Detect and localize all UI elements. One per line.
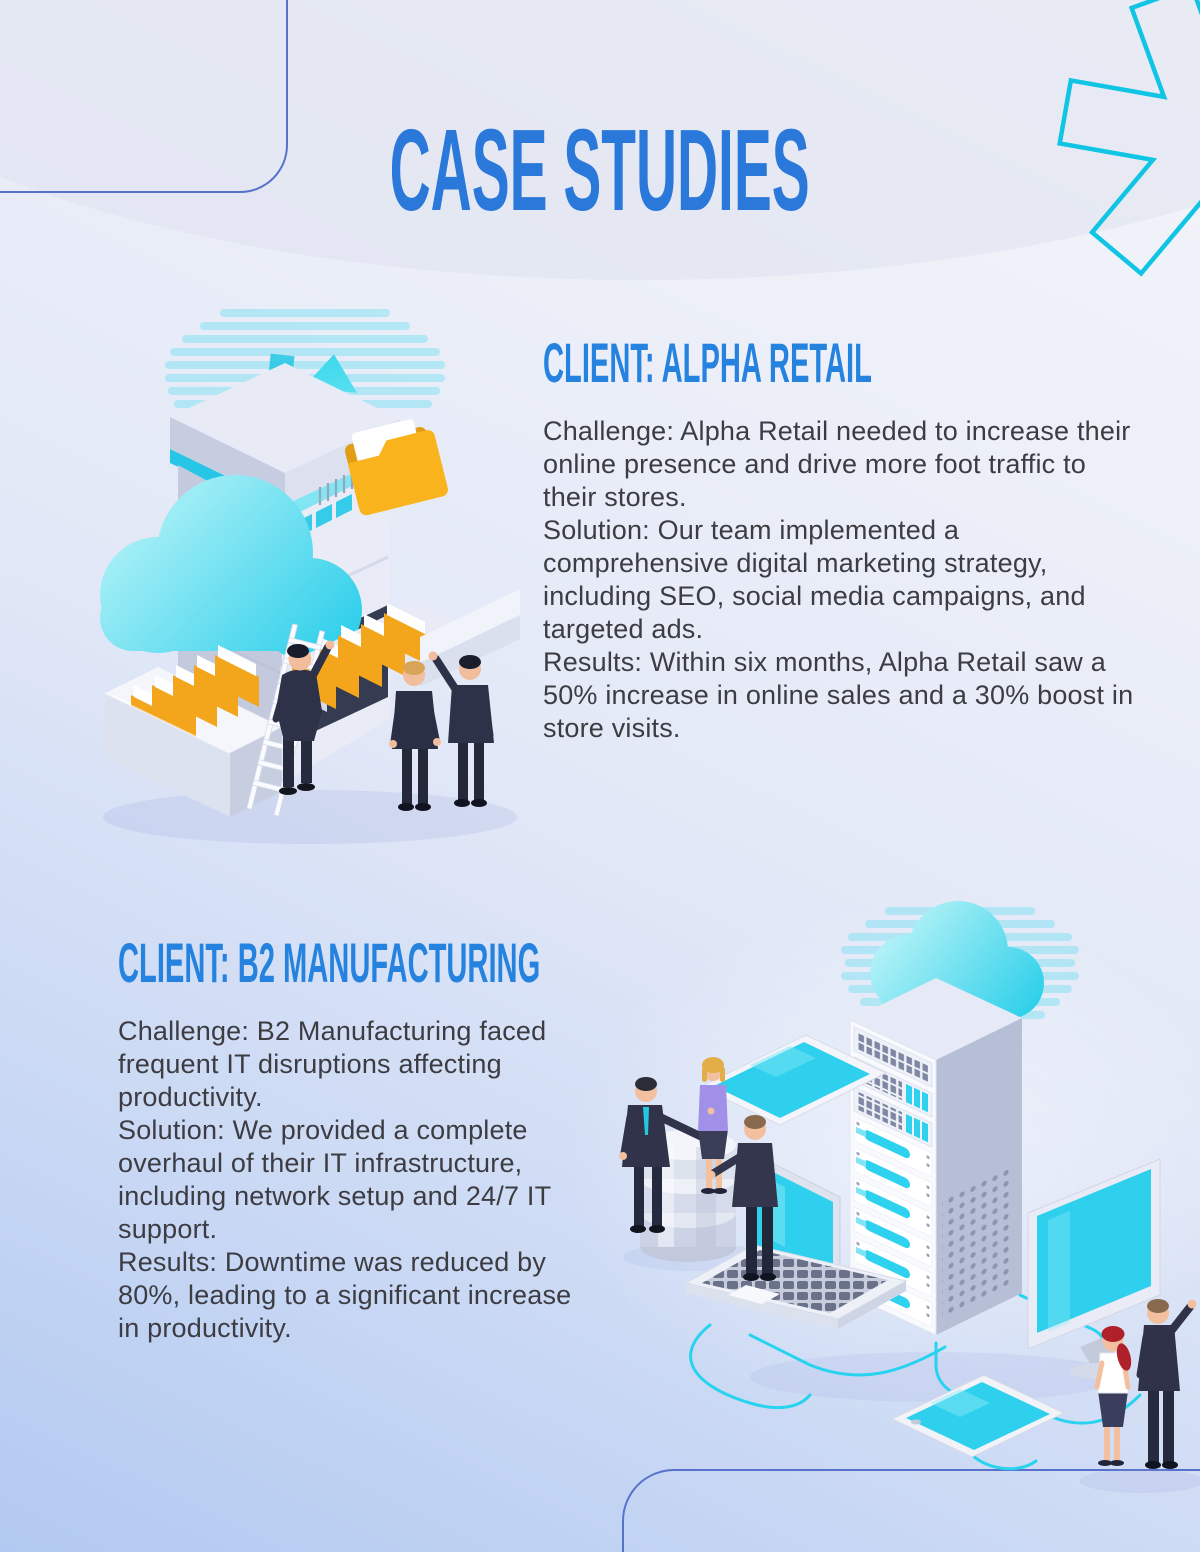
person-standing	[389, 661, 441, 811]
person-suit-pointing	[1136, 1299, 1197, 1469]
paragraph-solution: Solution: Our team implemented a compreh…	[543, 514, 1086, 644]
file-drawer-icon	[104, 645, 282, 817]
asterisk-icon	[1057, 0, 1200, 293]
person-climbing	[272, 640, 335, 795]
paragraph-challenge: Challenge: B2 Manufacturing faced freque…	[118, 1015, 547, 1112]
paragraph-solution: Solution: We provided a complete overhau…	[118, 1114, 551, 1244]
folder-icon	[344, 419, 448, 516]
paragraph-results: Results: Within six months, Alpha Retail…	[543, 646, 1134, 743]
smartphone-icon	[890, 1374, 1066, 1458]
corner-line-bottom-right	[622, 1469, 1200, 1552]
case-study-section-b2: CLIENT: B2 MANUFACTURING Challenge: B2 M…	[118, 931, 580, 1345]
server-rack-icon	[849, 978, 1022, 1336]
paragraph-results: Results: Downtime was reduced by 80%, le…	[118, 1246, 572, 1343]
person-suit-back	[706, 1115, 778, 1281]
section-heading: CLIENT: B2 MANUFACTURING	[118, 931, 541, 994]
server-trays	[849, 1019, 937, 1336]
it-infrastructure-illustration	[619, 901, 1200, 1493]
person-pointing	[428, 651, 494, 807]
cloud-icon	[100, 475, 362, 662]
corner-line-top-left	[0, 0, 288, 193]
ground-shadow	[103, 790, 517, 844]
cloud-data-archive-illustration	[100, 309, 520, 844]
paragraph-challenge: Challenge: Alpha Retail needed to increa…	[543, 415, 1131, 512]
monitor-icon	[1027, 1158, 1161, 1379]
section-heading: CLIENT: ALPHA RETAIL	[543, 331, 872, 394]
page-title-text: CASE STUDIES	[389, 105, 811, 235]
person-woman-redhead	[1094, 1326, 1132, 1466]
page-title: CASE STUDIES	[0, 112, 1200, 228]
case-study-section-alpha: CLIENT: ALPHA RETAIL Challenge: Alpha Re…	[543, 331, 1147, 745]
tablet-icon	[698, 1034, 888, 1126]
